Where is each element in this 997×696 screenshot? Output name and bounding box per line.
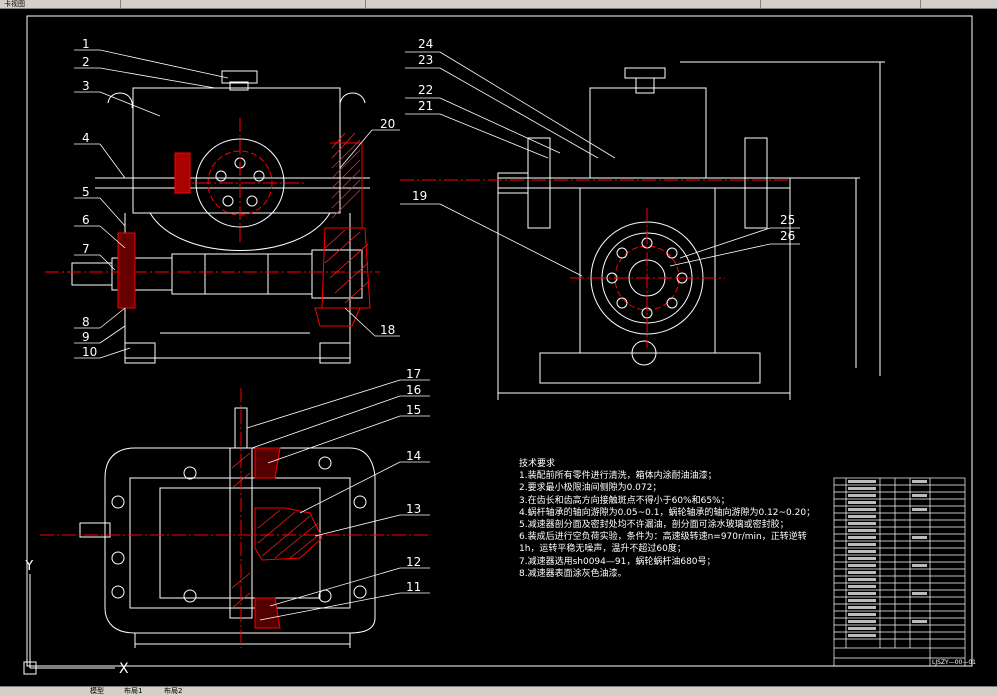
parts-list <box>833 477 966 667</box>
part-label: 17 <box>406 367 421 381</box>
top-view <box>79 407 376 648</box>
toolbar-item-view[interactable]: 卡视图 <box>4 0 25 8</box>
ucs-x-label: X <box>119 661 129 677</box>
sheet-border <box>26 15 973 667</box>
top-view-hatch <box>231 452 321 609</box>
part-label: 24 <box>418 37 433 51</box>
part-label: 7 <box>82 242 90 256</box>
part-label: 18 <box>380 323 395 337</box>
part-label: 23 <box>418 53 433 67</box>
leader-lines <box>74 49 400 359</box>
note-line: 7.减速器选用sh0094—91，蜗轮蜗杆油680号； <box>519 556 716 567</box>
note-line: 5.减速器剖分面及密封处均不许漏油，剖分面可涂水玻璃或密封胶； <box>519 520 789 531</box>
part-label: 15 <box>406 403 421 417</box>
cad-drawing-canvas[interactable]: 1 2 3 4 5 6 7 8 9 10 20 18 <box>0 8 980 668</box>
top-toolbar: 卡视图 <box>0 0 997 9</box>
part-label: 12 <box>406 555 421 569</box>
notes-title: 技术要求 <box>519 459 556 469</box>
drawing-number: LJSZY—00—01 <box>932 659 976 666</box>
part-label: 19 <box>412 189 427 203</box>
part-label: 8 <box>82 315 90 329</box>
tab-layout1[interactable]: 布局1 <box>124 687 143 695</box>
part-label: 5 <box>82 185 90 199</box>
note-line: 8.减速器表面涂灰色油漆。 <box>519 568 627 579</box>
part-label: 11 <box>406 580 421 594</box>
part-label: 22 <box>418 83 433 97</box>
side-view-red <box>400 179 790 348</box>
side-view-labels: 24 23 22 21 19 25 26 <box>412 37 795 243</box>
technical-notes: 技术要求 1.装配前所有零件进行清洗，箱体内涂耐油油漆； 2.要求最小极限油间侧… <box>519 458 834 580</box>
tab-layout2[interactable]: 布局2 <box>164 687 183 695</box>
top-view-red <box>40 388 430 648</box>
layout-tabs-bar: 模型 布局1 布局2 <box>0 686 997 696</box>
note-line: 1h，运转平稳无噪声，温升不超过60度； <box>519 544 686 555</box>
note-line: 2.要求最小极限油间侧隙为0.072； <box>519 483 662 494</box>
note-line: 4.蜗杆轴承的轴向游隙为0.05~0.1，蜗轮轴承的轴向游隙为0.12~0.20… <box>519 507 816 518</box>
part-label: 1 <box>82 37 90 51</box>
part-label: 21 <box>418 99 433 113</box>
parts-list-text <box>848 480 927 637</box>
part-label: 25 <box>780 213 795 227</box>
ucs-icon: Y X <box>23 560 129 677</box>
part-label: 10 <box>82 345 97 359</box>
part-label: 6 <box>82 213 90 227</box>
side-leader-lines <box>400 51 800 277</box>
tab-model[interactable]: 模型 <box>90 687 104 695</box>
part-label: 26 <box>780 229 795 243</box>
part-label: 20 <box>380 117 395 131</box>
part-label: 9 <box>82 330 90 344</box>
part-label: 14 <box>406 449 421 463</box>
side-view <box>497 61 885 400</box>
top-view-labels: 17 16 15 14 13 12 11 <box>406 367 421 594</box>
part-label: 4 <box>82 131 90 145</box>
ucs-y-label: Y <box>24 560 34 574</box>
front-view-red <box>45 118 380 327</box>
note-line: 3.在齿长和齿高方向接触斑点不得小于60%和65%； <box>519 495 730 506</box>
note-line: 1.装配前所有零件进行清洗，箱体内涂耐油油漆； <box>519 471 717 482</box>
top-leader-lines <box>246 379 430 621</box>
part-label: 3 <box>82 79 90 93</box>
part-label: 13 <box>406 502 421 516</box>
front-view-labels: 1 2 3 4 5 6 7 8 9 10 20 18 <box>82 37 395 359</box>
note-line: 6.装成后进行空负荷实验，条件为：高速级转速n=970r/min，正转逆转 <box>519 532 807 543</box>
part-label: 16 <box>406 383 421 397</box>
front-view-hatch <box>324 132 369 304</box>
part-label: 2 <box>82 55 90 69</box>
